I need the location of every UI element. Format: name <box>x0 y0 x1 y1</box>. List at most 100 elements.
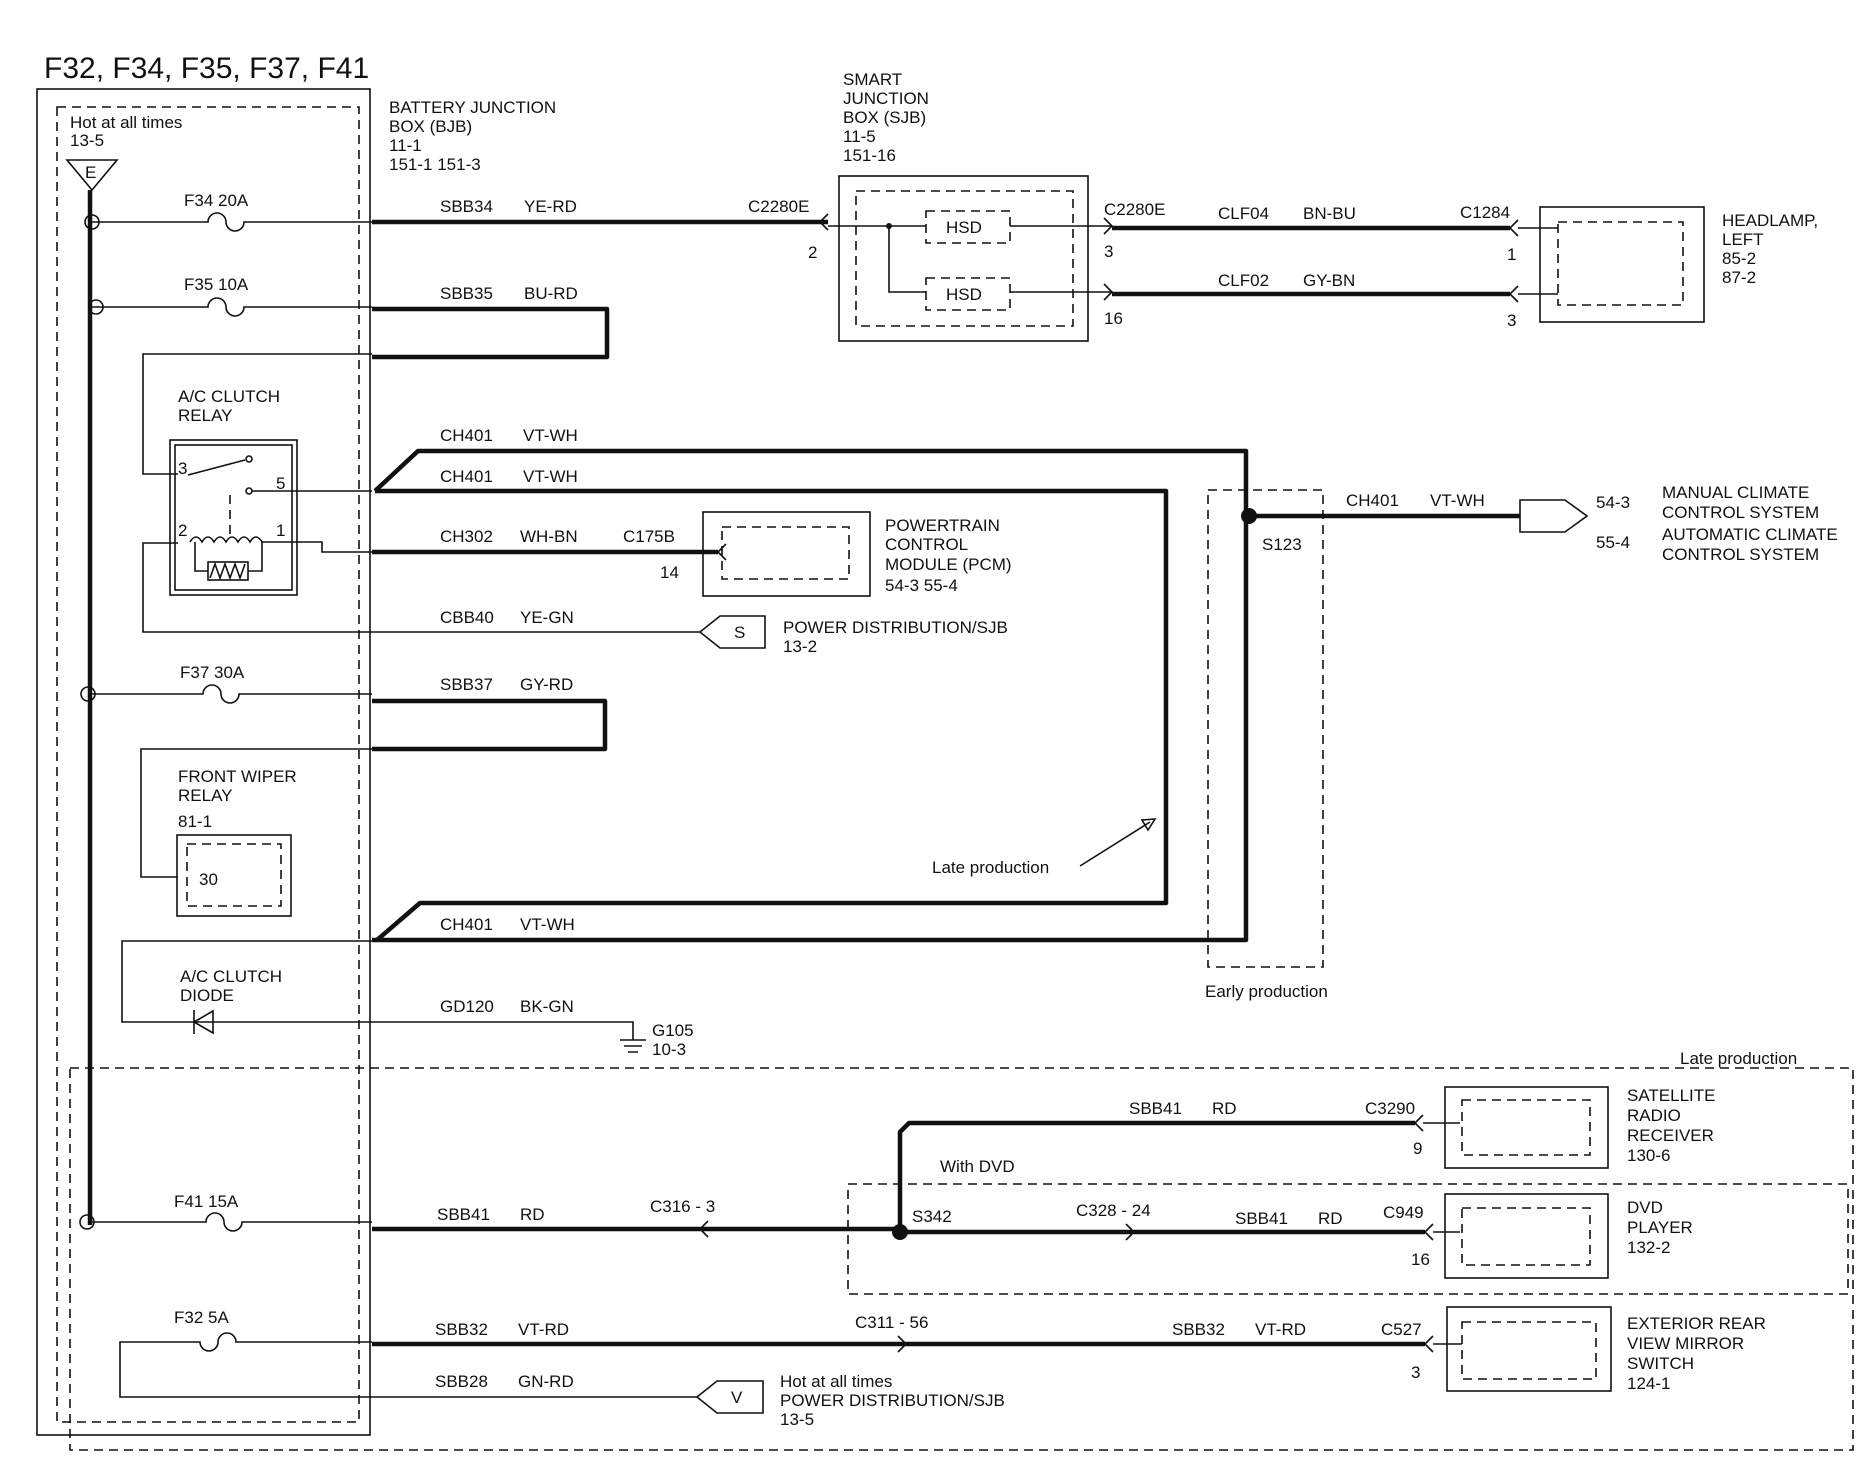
pcm-name-2: CONTROL <box>885 535 968 554</box>
sjb-pin-out-2: 16 <box>1104 309 1123 328</box>
wire-sbb41-main-circuit: SBB41 <box>437 1205 490 1224</box>
late-production-2-label: Late production <box>1680 1049 1797 1068</box>
dvd-name-2: PLAYER <box>1627 1218 1693 1237</box>
headlamp-ref-1: 85-2 <box>1722 249 1756 268</box>
wire-ch401-c-circuit: CH401 <box>440 915 493 934</box>
headlamp-pin-1: 1 <box>1507 245 1516 264</box>
sjb-name-1: SMART <box>843 70 902 89</box>
ac-relay-pin2-line <box>142 542 372 633</box>
c316-label: C316 - 3 <box>650 1197 715 1216</box>
wire-clf04-circuit: CLF04 <box>1218 204 1269 223</box>
c527-arrow-icon <box>1423 1335 1462 1353</box>
wire-ch401-late <box>375 488 1169 942</box>
climate-ref-2: 55-4 <box>1596 533 1630 552</box>
wire-ch401-a-color: VT-WH <box>523 426 578 445</box>
sjb-name-3: BOX (SJB) <box>843 108 926 127</box>
f41-label: F41 15A <box>174 1192 239 1211</box>
wire-sbb28-circuit: SBB28 <box>435 1372 488 1391</box>
c316-arrow-icon <box>698 1220 709 1238</box>
c3290-arrow-icon <box>1413 1114 1460 1132</box>
c328-label: C328 - 24 <box>1076 1201 1151 1220</box>
wire-sbb32-a-circuit: SBB32 <box>435 1320 488 1339</box>
c1284-arrow-1-icon <box>1508 219 1519 237</box>
front-wiper-relay <box>176 834 292 917</box>
splice-s342-label: S342 <box>912 1207 952 1226</box>
sjb-internal-branch <box>888 226 926 293</box>
relay-coil-resistor-leads <box>194 542 263 572</box>
relay-coil-icon <box>189 536 268 544</box>
pcm-ref: 54-3 55-4 <box>885 576 958 595</box>
wire-sbb34-circuit: SBB34 <box>440 197 493 216</box>
dvd-player <box>1444 1193 1609 1279</box>
exterior-rear-view-mirror-switch <box>1446 1306 1612 1392</box>
mirror-ref: 124-1 <box>1627 1374 1670 1393</box>
power-v-letter: V <box>731 1388 743 1407</box>
relay-switch-contact-icon <box>187 459 246 476</box>
ac-clutch-relay-inner <box>174 444 293 591</box>
c311-label: C311 - 56 <box>855 1313 928 1332</box>
fuse-source-letter: E <box>85 163 96 182</box>
wire-sbb41-main-color: RD <box>520 1205 545 1224</box>
wire-gd120-color: BK-GN <box>520 997 574 1016</box>
dvd-name-1: DVD <box>1627 1198 1663 1217</box>
ac-relay-pin1-line <box>268 541 372 553</box>
sjb-conn-out: C2280E <box>1104 200 1165 219</box>
late-production-arrow-head-icon <box>1140 818 1157 832</box>
power-s-name: POWER DISTRIBUTION/SJB <box>783 618 1008 637</box>
ac-relay-feed-line <box>142 353 372 475</box>
mirror-connector: C527 <box>1381 1320 1422 1339</box>
wire-cbb40-circuit: CBB40 <box>440 608 494 627</box>
headlamp-name-1: HEADLAMP, <box>1722 211 1818 230</box>
pcm-connector: C175B <box>623 527 675 546</box>
diode-icon <box>192 1009 214 1035</box>
bjb-hot-ref: 13-5 <box>70 131 104 150</box>
diode-name-1: A/C CLUTCH <box>180 967 282 986</box>
wire-sbb41-sat-color: RD <box>1212 1099 1237 1118</box>
wire-sbb35-color: BU-RD <box>524 284 578 303</box>
front-wiper-relay-inner <box>186 843 282 907</box>
wire-ch401-out-color: VT-WH <box>1430 491 1485 510</box>
bjb-name-1: BATTERY JUNCTION <box>389 98 556 117</box>
satellite-radio-receiver <box>1444 1086 1609 1169</box>
mirror-name-3: SWITCH <box>1627 1354 1694 1373</box>
power-v-hot: Hot at all times <box>780 1372 892 1391</box>
wire-ch401-out-circuit: CH401 <box>1346 491 1399 510</box>
wire-ch401-c-color: VT-WH <box>520 915 575 934</box>
ac-relay-pin3: 3 <box>178 459 187 478</box>
hsd-1-label: HSD <box>946 218 982 237</box>
wiper-relay-name-2: RELAY <box>178 786 233 805</box>
power-s-letter: S <box>734 623 745 642</box>
c2280e-in-arrow-icon <box>818 213 829 231</box>
wire-ch401-b-circuit: CH401 <box>440 467 493 486</box>
with-dvd-region <box>847 1183 1849 1295</box>
ac-relay-name-1: A/C CLUTCH <box>178 387 280 406</box>
wire-clf02-circuit: CLF02 <box>1218 271 1269 290</box>
c1284-arrow-2-icon <box>1508 285 1519 303</box>
ac-relay-pin1: 1 <box>276 521 285 540</box>
headlamp-left <box>1539 206 1705 323</box>
wire-sbb32-b-color: VT-RD <box>1255 1320 1306 1339</box>
ground-name: G105 <box>652 1021 694 1040</box>
satellite-name-2: RADIO <box>1627 1106 1681 1125</box>
climate-name-2: CONTROL SYSTEM <box>1662 503 1819 522</box>
battery-junction-box-outline <box>36 88 371 1436</box>
early-production-box <box>1207 489 1324 968</box>
wire-sbb28-color: GN-RD <box>518 1372 574 1391</box>
climate-name-4: CONTROL SYSTEM <box>1662 545 1819 564</box>
f35-label: F35 10A <box>184 275 249 294</box>
bjb-ref-1: 11-1 <box>389 136 422 155</box>
power-v-name: POWER DISTRIBUTION/SJB <box>780 1391 1005 1410</box>
ground-icon <box>620 1039 646 1053</box>
wire-ch401-early <box>372 448 1249 943</box>
mirror-name-2: VIEW MIRROR <box>1627 1334 1744 1353</box>
sjb-conn-in-pin: 2 <box>808 243 817 262</box>
headlamp-ref-2: 87-2 <box>1722 268 1756 287</box>
wire-cbb40-color: YE-GN <box>520 608 574 627</box>
late-production-label: Late production <box>932 858 1049 877</box>
headlamp-left-inner <box>1557 221 1684 306</box>
wire-sbb35-circuit: SBB35 <box>440 284 493 303</box>
wire-gd120-circuit: GD120 <box>440 997 494 1016</box>
wire-clf02-color: GY-BN <box>1303 271 1355 290</box>
diode-name-2: DIODE <box>180 986 234 1005</box>
